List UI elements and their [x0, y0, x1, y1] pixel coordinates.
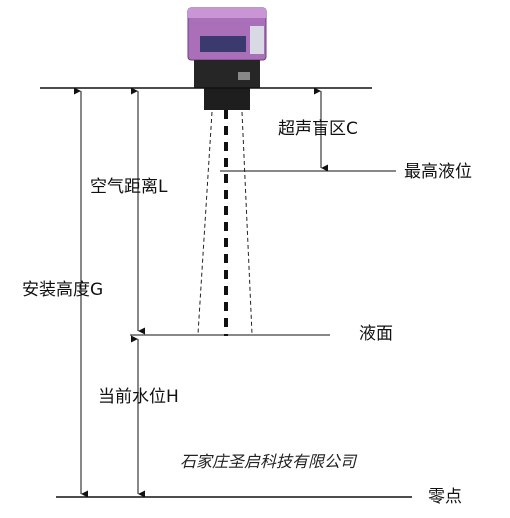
air-distance-label: 空气距离L — [90, 177, 168, 197]
sensor-head-top — [188, 8, 266, 18]
sensor-collar — [194, 60, 260, 88]
beam-edge-right — [241, 111, 253, 335]
sensor-side-plate — [250, 26, 264, 54]
sensor-body — [204, 88, 250, 110]
max-level-label: 最高液位 — [404, 162, 472, 182]
liquid-surface-label: 液面 — [359, 324, 393, 344]
zero-point-label: 零点 — [428, 487, 462, 507]
sensor-cable-clip — [238, 72, 250, 80]
current-level-label: 当前水位H — [98, 387, 179, 407]
install-height-label: 安装高度G — [22, 280, 103, 300]
ultrasonic-sensor — [187, 7, 267, 110]
blind-zone-label: 超声盲区C — [278, 119, 358, 139]
sensor-label-plate — [200, 36, 246, 52]
company-name: 石家庄圣启科技有限公司 — [180, 452, 358, 471]
beam-edge-left — [197, 111, 213, 335]
ultrasonic-beam — [197, 110, 253, 336]
